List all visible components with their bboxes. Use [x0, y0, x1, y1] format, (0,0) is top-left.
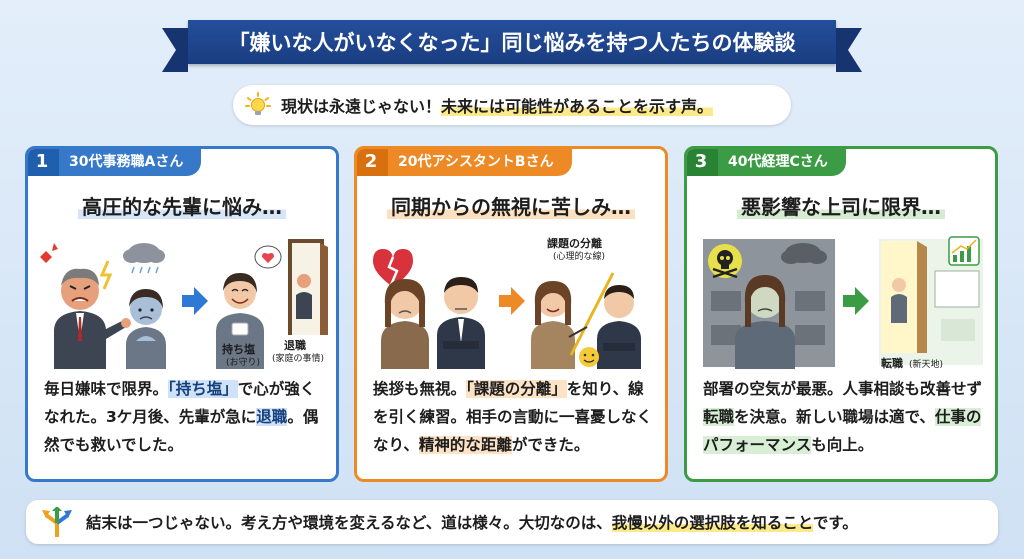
card-body-text: 部署の空気が最悪。人事相談も改善せず転職を決意。新しい職場は適で、仕事のパフォー… — [703, 380, 983, 454]
subtitle-highlight: 未来には可能性があることを示す声。 — [441, 97, 714, 116]
anger-mark-icon — [40, 243, 58, 263]
label-job-change: 転職 — [881, 356, 903, 369]
illustration-ignored-by-peer: 課題の分離 (心理的な線) — [373, 236, 641, 369]
story-card-1: 1 30代事務職Aさん 高圧的な先輩に悩み… — [25, 146, 339, 482]
label-resign-sub: (家庭の事情) — [272, 352, 324, 364]
calm-man-figure — [597, 285, 641, 369]
ignoring-man-figure — [437, 277, 485, 369]
card-number: 3 — [687, 149, 718, 176]
label-salt-sub: (お守り) — [226, 356, 260, 368]
label-separation-sub: (心理的な線) — [553, 250, 605, 262]
illustration-senior-harassment: 持ち塩 (お守り) 退職 (家庭の事情) — [40, 239, 328, 369]
label-resign: 退職 — [284, 338, 306, 352]
card-tab: 2 20代アシスタントBさん — [357, 149, 572, 176]
card-heading: 高圧的な先輩に悩み… — [28, 191, 336, 220]
card-number: 2 — [357, 149, 388, 176]
gray-cloud-icon — [781, 243, 827, 264]
card-tab: 1 30代事務職Aさん — [28, 149, 202, 176]
smiling-woman-figure — [531, 281, 575, 369]
card-person: 20代アシスタントBさん — [388, 149, 572, 176]
lightning-icon — [99, 260, 113, 290]
broken-heart-icon — [373, 249, 413, 287]
pen-line-icon — [568, 272, 615, 356]
card-body-text: 挨拶も無視。「課題の分離」を知り、線を引く練習。相手の言動に一喜憂しなくなり、精… — [373, 380, 653, 454]
card-number: 1 — [28, 149, 59, 176]
illustration-job-change: 転職 (新天地) — [703, 236, 983, 369]
rain-cloud-icon — [123, 243, 165, 274]
subtitle-text: 現状は永遠じゃない！ — [281, 97, 442, 116]
sad-woman-figure — [381, 279, 429, 369]
page-title: 「嫌いな人がいなくなった」同じ悩みを持つ人たちの体験談 — [228, 31, 796, 55]
conclusion-text: 結末は一つじゃない。考え方や環境を変えるなど、道は様々。大切なのは、 — [86, 514, 612, 532]
worried-woman-figure — [126, 289, 166, 369]
story-card-2: 2 20代アシスタントBさん 同期からの無視に苦しみ… — [354, 146, 668, 482]
arrow-right-icon — [182, 287, 208, 315]
card-heading: 悪影響な上司に限界… — [687, 191, 995, 220]
angry-senior-figure — [54, 268, 131, 369]
card-person: 40代経理Cさん — [718, 149, 846, 176]
conclusion-bar: 結末は一つじゃない。考え方や環境を変えるなど、道は様々。大切なのは、我慢以外の選… — [26, 500, 998, 544]
door-exit-figure — [288, 239, 328, 335]
growth-chart-icon — [948, 236, 980, 266]
title-banner: 「嫌いな人がいなくなった」同じ悩みを持つ人たちの体験談 — [162, 20, 862, 72]
conclusion-end: です。 — [812, 514, 858, 532]
skull-icon — [708, 244, 742, 279]
smile-face-icon — [579, 347, 599, 367]
subtitle-pill: 現状は永遠じゃない！未来には可能性があることを示す声。 — [233, 85, 791, 125]
label-separation: 課題の分離 — [547, 236, 602, 250]
story-card-3: 3 40代経理Cさん 悪影響な上司に限界… — [684, 146, 998, 482]
heart-speech-bubble-icon — [254, 245, 282, 269]
label-job-change-sub: (新天地) — [909, 358, 943, 369]
lightbulb-icon — [245, 92, 271, 115]
label-salt: 持ち塩 — [222, 342, 255, 356]
card-tab: 3 40代経理Cさん — [687, 149, 846, 176]
relieved-woman-figure — [216, 273, 264, 369]
conclusion-highlight: 我慢以外の選択肢を知ること — [611, 514, 813, 532]
gloomy-office-scene — [703, 239, 835, 369]
arrow-right-icon — [843, 287, 869, 315]
card-body-text: 毎日嫌味で限界。「持ち塩」で心が強くなれた。3ケ月後、先輩が急に退職。偶然でも救… — [44, 380, 319, 454]
card-person: 30代事務職Aさん — [59, 149, 202, 176]
arrow-right-icon — [499, 287, 525, 315]
card-heading: 同期からの無視に苦しみ… — [357, 191, 665, 220]
crossroads-arrows-icon — [42, 507, 72, 537]
